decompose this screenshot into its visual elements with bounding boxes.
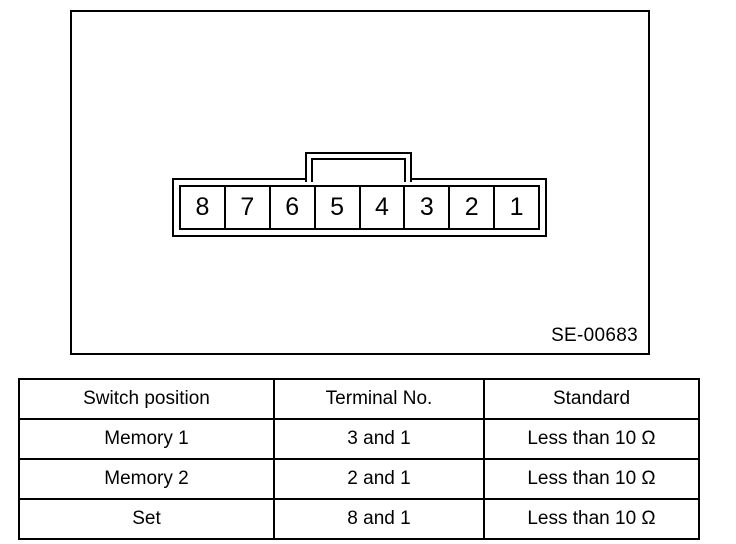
connector-latch-tab [305, 152, 412, 182]
pin-cell: 8 [179, 185, 226, 230]
cell-standard: Less than 10 Ω [483, 418, 700, 460]
cell-switch-position: Memory 1 [18, 418, 275, 460]
pin-cell: 1 [493, 185, 540, 230]
figure-reference-code: SE-00683 [551, 325, 638, 346]
8-pin-connector: 8 7 6 5 4 3 2 1 [172, 152, 547, 237]
connector-diagram-panel: 8 7 6 5 4 3 2 1 SE-00683 [70, 10, 650, 355]
connector-pin-row: 8 7 6 5 4 3 2 1 [179, 185, 540, 230]
cell-standard: Less than 10 Ω [483, 458, 700, 500]
pin-cell: 2 [448, 185, 496, 230]
cell-terminal-no: 3 and 1 [273, 418, 485, 460]
column-header-switch-position: Switch position [18, 378, 275, 420]
column-header-standard: Standard [483, 378, 700, 420]
connector-latch-tab-inner [311, 158, 406, 182]
table-row: Memory 1 3 and 1 Less than 10 Ω [18, 418, 700, 460]
pin-cell: 4 [358, 185, 406, 230]
pin-cell: 6 [268, 185, 316, 230]
cell-terminal-no: 8 and 1 [273, 498, 485, 540]
pin-cell: 5 [313, 185, 361, 230]
cell-standard: Less than 10 Ω [483, 498, 700, 540]
cell-switch-position: Memory 2 [18, 458, 275, 500]
cell-switch-position: Set [18, 498, 275, 540]
cell-terminal-no: 2 and 1 [273, 458, 485, 500]
specification-table: Switch position Terminal No. Standard Me… [18, 378, 700, 540]
table-row: Set 8 and 1 Less than 10 Ω [18, 498, 700, 540]
table-header-row: Switch position Terminal No. Standard [18, 378, 700, 420]
column-header-terminal-no: Terminal No. [273, 378, 485, 420]
pin-cell: 7 [223, 185, 271, 230]
table-row: Memory 2 2 and 1 Less than 10 Ω [18, 458, 700, 500]
pin-cell: 3 [403, 185, 451, 230]
